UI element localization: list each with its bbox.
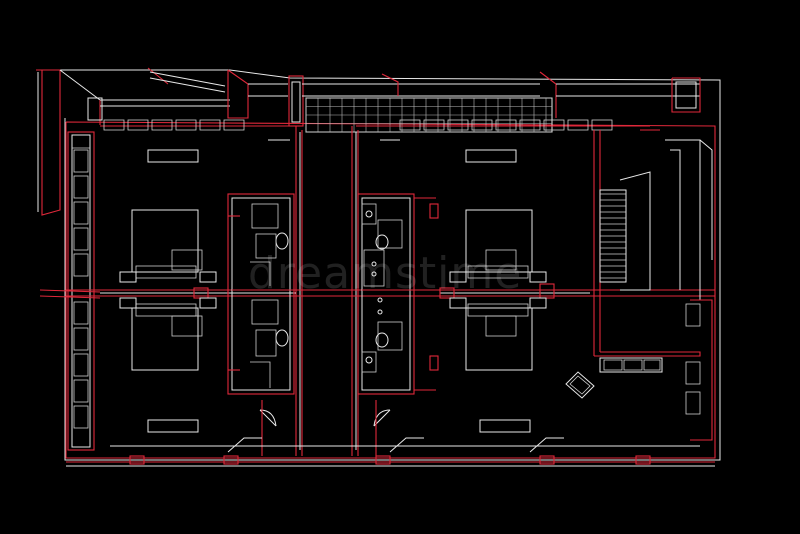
corridor-walls xyxy=(268,126,400,456)
upper-window-row xyxy=(100,119,650,131)
outer-shell xyxy=(60,69,721,467)
doors xyxy=(259,400,391,456)
left-unit-furniture xyxy=(119,149,217,433)
top-facade xyxy=(100,67,701,127)
mid-partition xyxy=(66,283,715,299)
left-window-column xyxy=(39,131,101,451)
right-living-area xyxy=(565,129,713,441)
right-unit-furniture xyxy=(449,149,547,433)
left-bathroom-pod xyxy=(227,193,295,395)
right-bathroom-pod xyxy=(357,193,439,395)
left-balcony xyxy=(36,69,103,216)
tile-grid xyxy=(305,97,553,133)
bottom-facade xyxy=(110,437,700,465)
